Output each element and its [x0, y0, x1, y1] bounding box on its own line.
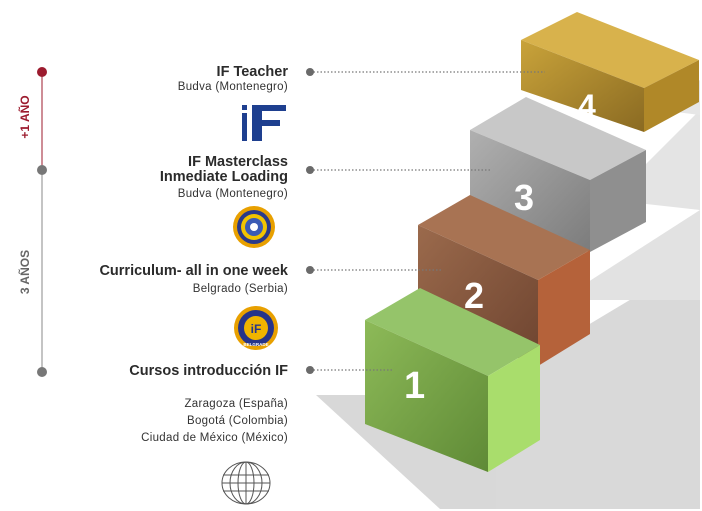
svg-text:iF: iF: [251, 322, 262, 336]
timeline-dot-top: [37, 67, 47, 77]
timeline-label-3years: 3 AÑOS: [18, 249, 32, 295]
leader-lines: [310, 71, 545, 371]
step-2-location: Belgrado (Serbia): [192, 283, 288, 295]
step-3-title-line2: Inmediate Loading: [159, 169, 288, 185]
step-4-title: IF Teacher: [216, 64, 288, 80]
timeline-label-plus1: +1 AÑO: [18, 95, 32, 139]
step-1-title: Cursos introducción IF: [129, 363, 288, 379]
globe-icon: [218, 460, 274, 506]
step-3-title-line1: IF Masterclass: [188, 154, 288, 170]
leader-dots: [306, 68, 314, 374]
step-number-1: 1: [404, 365, 425, 407]
step-1-location-1: Zaragoza (España): [184, 398, 288, 410]
timeline-dot-middle: [37, 165, 47, 175]
seal-text-belgrade: BELGRADE: [243, 342, 268, 347]
step-4-block: [521, 12, 699, 132]
timeline-dot-bottom: [37, 367, 47, 377]
timeline: [37, 67, 47, 377]
step-number-4: 4: [578, 88, 596, 124]
step-1-location-2: Bogotá (Colombia): [187, 415, 288, 427]
step-2-title: Curriculum- all in one week: [99, 263, 288, 279]
step-number-3: 3: [514, 177, 534, 218]
step-number-2: 2: [464, 275, 484, 316]
if-logo-icon: [240, 103, 288, 143]
step-1-block: [365, 288, 540, 472]
masterclass-seal-icon: [232, 205, 276, 249]
step-4-location: Budva (Montenegro): [177, 81, 288, 93]
step-1-location-3: Ciudad de México (México): [141, 432, 288, 444]
step-3-location: Budva (Montenegro): [177, 188, 288, 200]
if-belgrade-seal-icon: iF BELGRADE: [233, 305, 279, 351]
